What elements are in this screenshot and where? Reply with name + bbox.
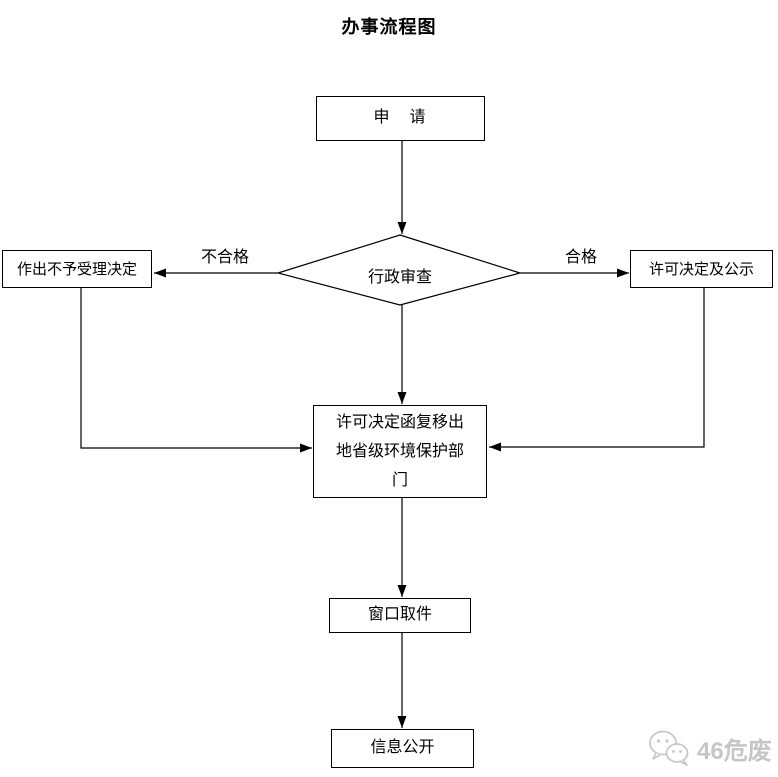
watermark: 46危废 [646,728,772,768]
node-reject: 作出不予受理决定 [2,250,152,288]
page-title: 办事流程图 [341,17,437,37]
edge-permit-reply [489,288,705,452]
node-permit: 许可决定及公示 [630,250,773,288]
node-review-diamond [275,234,523,306]
edge-label-pass: 合格 [564,249,597,266]
node-reply: 许可决定函复移出地省级环境保护部门 [313,405,487,498]
node-pickup: 窗口取件 [329,598,471,633]
wechat-chat-bubbles-icon [649,730,689,766]
edge-reject-reply [80,288,312,453]
watermark-text: 46危废 [697,737,772,765]
node-review-label: 行政审查 [367,269,432,286]
node-info: 信息公开 [331,729,474,768]
edge-label-fail: 不合格 [200,249,249,266]
node-apply: 申 请 [316,96,485,141]
